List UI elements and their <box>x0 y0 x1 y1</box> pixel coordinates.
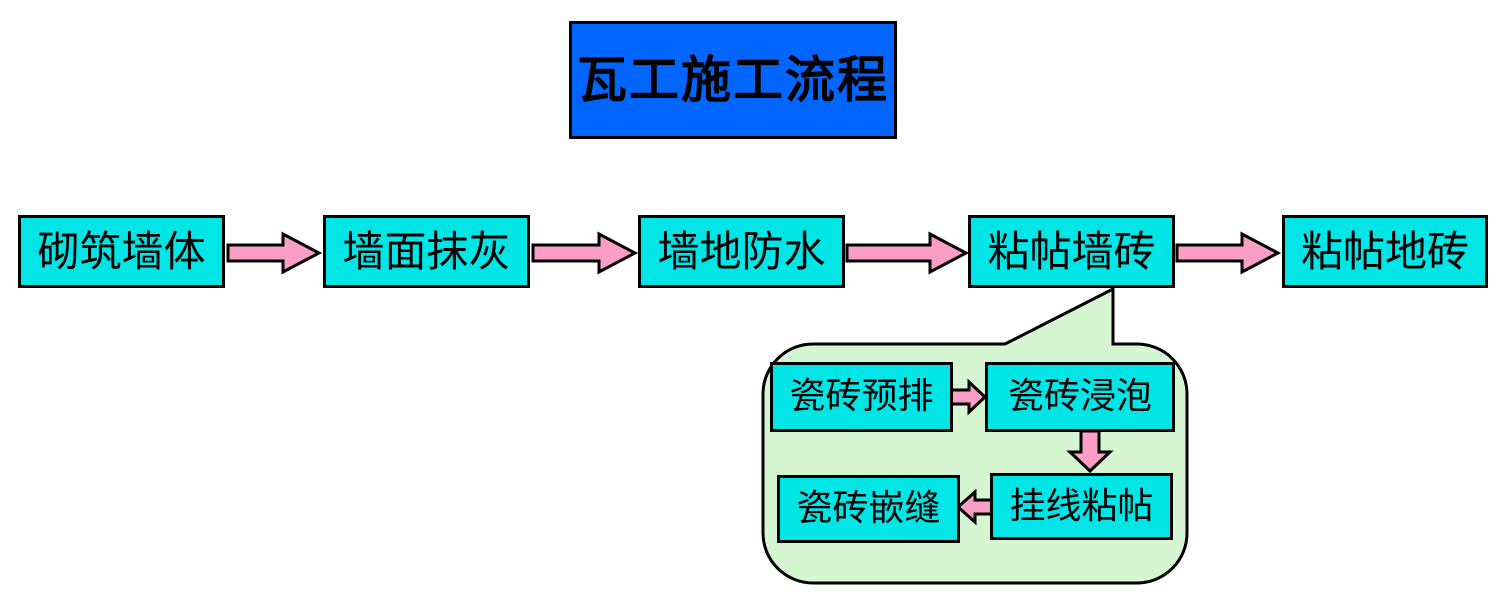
sub-box-tile-grouting: 瓷砖嵌缝 <box>777 475 960 543</box>
process-box-masonry-wall: 砌筑墙体 <box>18 215 225 288</box>
arrow-right-icon <box>531 231 639 275</box>
page-title: 瓦工施工流程 <box>577 50 889 109</box>
process-box-wall-plastering: 墙面抹灰 <box>323 215 530 288</box>
arrow-right-icon <box>226 231 323 275</box>
process-box-label: 砌筑墙体 <box>37 226 206 276</box>
sub-box-label: 瓷砖嵌缝 <box>796 488 941 529</box>
arrow-right-icon <box>845 231 970 275</box>
process-box-label: 粘帖地砖 <box>1300 226 1469 276</box>
process-box-label: 墙地防水 <box>657 226 826 276</box>
sub-box-label: 挂线粘帖 <box>1009 485 1154 527</box>
process-box-label: 粘帖墙砖 <box>987 226 1156 276</box>
title-box: 瓦工施工流程 <box>569 21 897 139</box>
sub-box-tile-prearrange: 瓷砖预排 <box>770 362 953 432</box>
process-box-label: 墙面抹灰 <box>342 226 511 276</box>
process-box-waterproofing: 墙地防水 <box>638 215 845 288</box>
sub-box-tile-soaking: 瓷砖浸泡 <box>985 362 1175 432</box>
sub-box-label: 瓷砖浸泡 <box>1007 376 1152 417</box>
process-box-floor-tiling: 粘帖地砖 <box>1282 215 1488 288</box>
sub-box-line-paste: 挂线粘帖 <box>990 473 1173 540</box>
process-box-wall-tiling: 粘帖墙砖 <box>968 215 1175 288</box>
arrow-down-icon <box>1066 429 1114 474</box>
arrow-right-icon <box>1175 231 1282 275</box>
arrow-right-icon <box>948 378 988 416</box>
sub-box-label: 瓷砖预排 <box>789 376 934 417</box>
